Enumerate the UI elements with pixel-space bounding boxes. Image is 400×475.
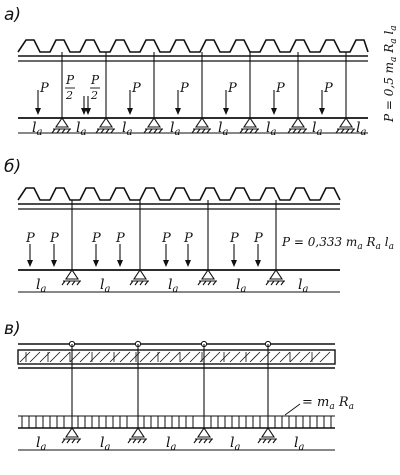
panel-a: a): [4, 5, 399, 138]
panel-c-hangers: [71, 344, 269, 428]
panel-a-span-label-5: la: [218, 120, 228, 138]
panel-a-half-load-denominator-2: 2: [90, 89, 98, 102]
panel-b-load-label-8: P: [253, 231, 263, 246]
panel-b-formula: P = 0,333 ma Ra la: [281, 235, 394, 252]
panel-b-load-label-1: P: [25, 231, 35, 246]
panel-b-corrugated-deck: [17, 187, 341, 201]
panel-c-span-label-5: la: [294, 435, 304, 453]
panel-c-supports: [61, 427, 277, 444]
panel-a-span-label-7: la: [312, 120, 322, 138]
panel-a-formula: P = 0,5 ma Ra la: [382, 25, 399, 123]
panel-b-span-label-3: la: [168, 277, 178, 295]
panel-c-span-label-3: la: [166, 435, 176, 453]
panel-c-span-label-2: la: [100, 435, 110, 453]
panel-a-span-label-2: la: [76, 120, 86, 138]
panel-b-span-label-2: la: [100, 277, 110, 295]
panel-b-span-label-1: la: [36, 277, 46, 295]
panel-a-load-label-2: P: [131, 81, 141, 96]
panel-a-half-load-denominator-1: 2: [65, 89, 73, 102]
panel-a-load-label-5: P: [275, 81, 285, 96]
panel-a-half-load-numerator-1: P: [65, 73, 75, 87]
panel-a-arrowheads: [35, 108, 325, 115]
panel-a-load-label-1: P: [39, 81, 49, 96]
panel-b-load-label-5: P: [161, 231, 171, 246]
panel-a-load-label-4: P: [227, 81, 237, 96]
panel-c-span-label-1: la: [36, 435, 46, 453]
panel-b-hangers: [71, 200, 277, 270]
panel-c-formula: = ma Ra: [302, 395, 354, 412]
panel-a-span-label-3: la: [122, 120, 132, 138]
panel-c-span-label-4: la: [230, 435, 240, 453]
panel-a-span-label-4: la: [170, 120, 180, 138]
panel-a-span-label-6: la: [266, 120, 276, 138]
panel-b-load-label-6: P: [183, 231, 193, 246]
panel-b-load-arrows: [29, 244, 259, 264]
panel-a-corrugated-deck: [17, 39, 369, 53]
panel-b-load-label-7: P: [229, 231, 239, 246]
panel-b-load-label-2: P: [49, 231, 59, 246]
panel-a-load-label-6: P: [323, 81, 333, 96]
panel-b-span-label-4: la: [236, 277, 246, 295]
panel-b-span-label-5: la: [298, 277, 308, 295]
panel-a-label: a): [4, 5, 21, 25]
panel-c-distributed-load: [18, 415, 335, 429]
panel-c-slab-hatching: [19, 351, 331, 363]
panel-b-arrowheads: [27, 260, 261, 267]
panel-b-load-label-3: P: [91, 231, 101, 246]
panel-c-label: в): [4, 319, 21, 339]
panel-a-span-label-8: la: [356, 120, 366, 138]
panel-b-label: б): [4, 157, 21, 177]
panel-c-leader-line: [284, 403, 301, 416]
panel-c-slab: [17, 349, 336, 365]
panel-a-half-load-numerator-2: P: [90, 73, 100, 87]
panel-a-supports: [51, 117, 355, 134]
panel-b: б) P: [4, 157, 394, 295]
panel-a-span-label-1: la: [32, 120, 42, 138]
panel-c: в) = ma Ra: [4, 319, 354, 453]
panel-a-load-label-3: P: [179, 81, 189, 96]
panel-a-hangers: [61, 52, 347, 118]
panel-b-supports: [61, 269, 285, 286]
panel-b-load-label-4: P: [115, 231, 125, 246]
